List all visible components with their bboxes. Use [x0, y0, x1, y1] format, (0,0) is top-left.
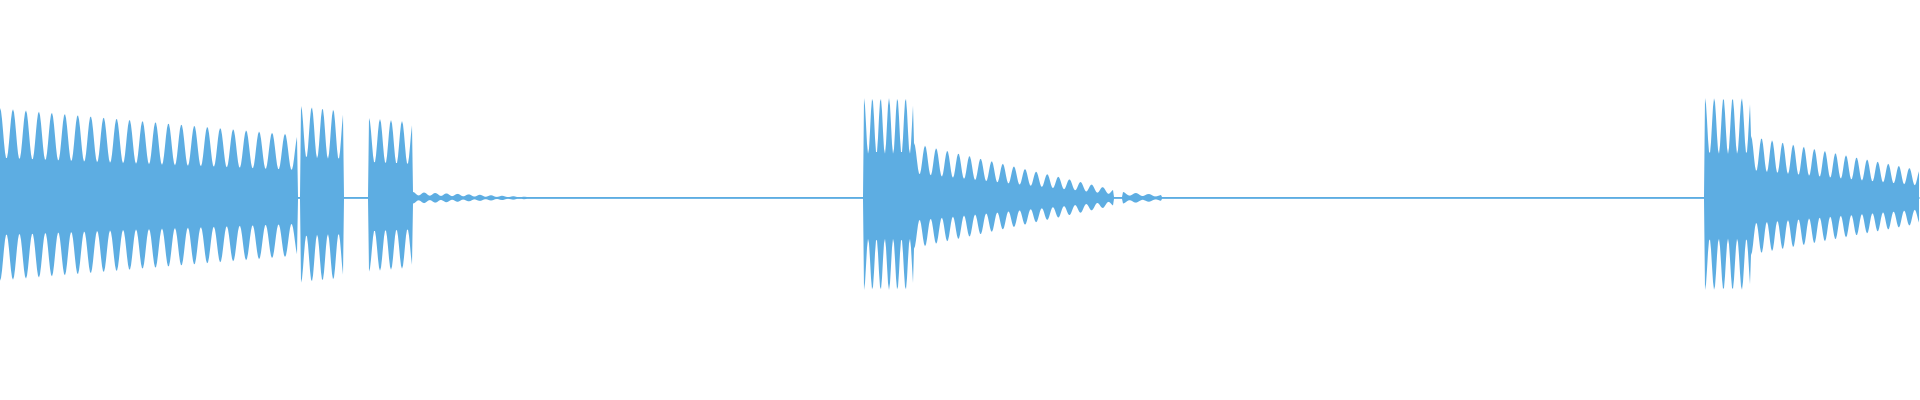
waveform-shape [0, 98, 1919, 290]
